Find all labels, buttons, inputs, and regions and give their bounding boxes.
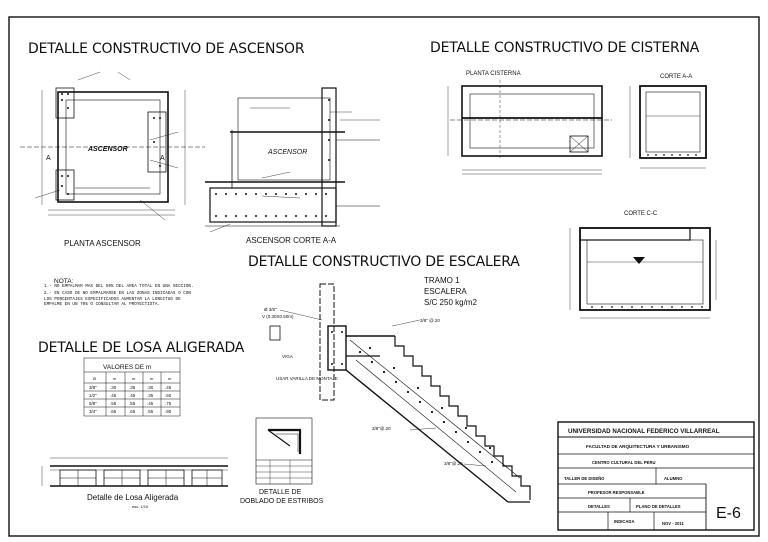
valores-cell: 3/8"	[89, 385, 97, 390]
escalera-viga-a: Ø 3/8"	[264, 307, 277, 312]
tb-university: UNIVERSIDAD NACIONAL FEDERICO VILLARREAL	[568, 428, 720, 435]
cisterna-plan	[447, 80, 612, 175]
tb-course: TALLER DE DISEÑO	[564, 476, 605, 481]
valores-cell: .75	[165, 401, 172, 406]
losa-scale: esc. 1/10	[132, 504, 149, 509]
tb-faculty: FACULTAD DE ARQUITECTURA Y URBANISMO	[586, 444, 690, 449]
valores-cell: .55	[129, 401, 136, 406]
valores-header-cell: m	[150, 376, 154, 381]
ascensor-plan-caption: PLANTA ASCENSOR	[64, 239, 141, 248]
escalera-rebar-low: 3/8"@.20	[444, 461, 463, 466]
valores-cell: .55	[147, 409, 154, 414]
escalera-viga-b: V (0.30X0.50m)	[262, 314, 294, 319]
nota-item-1: 1.- NO EMPALMAR MAS DEL 50% DEL AREA TOT…	[44, 284, 194, 289]
ascensor-section	[205, 87, 380, 233]
cisterna-corte-aa-caption: CORTE A-A	[660, 74, 692, 80]
valores-cell: .55	[110, 401, 117, 406]
nota-heading: NOTA:	[54, 278, 74, 285]
title-losa: DETALLE DE LOSA ALIGERADA	[38, 340, 245, 356]
cisterna-corte-aa-dots	[647, 154, 697, 156]
estribos-detail	[255, 417, 313, 485]
valores-header-cell: Ø	[93, 376, 96, 381]
valores-cell: 3/4"	[89, 409, 97, 414]
escalera-viga-d: USAR VARILLA DE MONTAJE	[276, 376, 338, 381]
valores-cell: .90	[165, 409, 172, 414]
ascensor-plan-label: ASCENSOR	[87, 146, 128, 153]
tb-scale: INDICADA	[614, 519, 634, 524]
ascensor-section-caption: ASCENSOR CORTE A-A	[246, 236, 337, 245]
cisterna-plan-caption: PLANTA CISTERNA	[466, 71, 521, 77]
valores-header-cell: m	[113, 376, 117, 381]
valores-cell: .65	[110, 409, 117, 414]
losa-section	[41, 457, 228, 487]
valores-cell: .30	[147, 385, 154, 390]
valores-cell: .35	[129, 385, 136, 390]
title-escalera: DETALLE CONSTRUCTIVO DE ESCALERA	[248, 254, 520, 270]
ascensor-section-label: ASCENSOR	[267, 149, 307, 156]
cisterna-corte-cc-dots	[591, 306, 703, 308]
valores-cell: 5/8"	[89, 401, 97, 406]
escalera-name: ESCALERA	[424, 287, 467, 296]
tb-lamina: PLANO DE DETALLES	[636, 504, 681, 509]
estribos-caption-2: DOBLADO DE ESTRIBOS	[240, 498, 324, 505]
escalera-tramo: TRAMO 1	[424, 276, 460, 285]
cisterna-corte-cc-caption: CORTE C-C	[624, 211, 658, 217]
title-ascensor: DETALLE CONSTRUCTIVO DE ASCENSOR	[28, 41, 305, 57]
nota-items: 1.- NO EMPALMAR MAS DEL 50% DEL AREA TOT…	[44, 284, 194, 308]
valores-cell: .45	[165, 385, 172, 390]
escalera-rebar-dots	[331, 331, 494, 464]
cisterna-corte-cc	[569, 227, 717, 319]
escalera-rebar-mid: 3/8"@.20	[372, 426, 391, 431]
valores-title: VALORES DE m	[103, 364, 151, 371]
ascensor-section-rebar-dots	[215, 99, 330, 217]
valores-cell: 1/2"	[89, 393, 97, 398]
escalera-viga-c: VIGA	[282, 354, 293, 359]
title-block	[557, 421, 755, 531]
escalera-rebar-top: 3/8" @.20	[420, 318, 440, 323]
sheet-border	[8, 16, 760, 537]
valores-cell: .35	[147, 393, 154, 398]
escalera-section	[269, 283, 531, 503]
escalera-load: S/C 250 kg/m2	[424, 298, 477, 307]
tb-project: CENTRO CULTURAL DEL PERU	[592, 460, 656, 465]
tb-sheet: E-6	[716, 505, 741, 522]
cisterna-corte-aa	[629, 85, 707, 169]
valores-cell: .45	[147, 401, 154, 406]
tb-teacher: PROFESOR RESPONSABLE	[588, 490, 645, 495]
cisterna-water-level-icon	[633, 257, 645, 264]
tb-drawing: DETALLES	[588, 504, 610, 509]
losa-caption: Detalle de Losa Aligerada	[87, 493, 179, 502]
ascensor-plan-rebar-dots	[61, 93, 161, 195]
valores-rows: 3/8" .30 .35 .30 .45 1/2" .45 .45 .35 .6…	[89, 385, 172, 414]
estribos-caption-1: DETALLE DE	[259, 489, 302, 496]
ascensor-cut-mark-right: A	[160, 155, 165, 162]
valores-table	[83, 357, 181, 417]
tb-student: ALUMNO	[664, 476, 683, 481]
valores-header-cell: m	[132, 376, 136, 381]
valores-cell: .30	[110, 385, 117, 390]
valores-cell: .65	[129, 409, 136, 414]
valores-header: Ø m m m m	[93, 376, 172, 381]
valores-cell: .60	[165, 393, 172, 398]
ascensor-cut-mark-left: A	[46, 155, 51, 162]
valores-cell: .45	[129, 393, 136, 398]
valores-header-cell: m	[168, 376, 172, 381]
ascensor-plan	[20, 71, 205, 221]
valores-cell: .45	[110, 393, 117, 398]
title-cisterna: DETALLE CONSTRUCTIVO DE CISTERNA	[430, 40, 700, 56]
tb-date: NOV - 2011	[662, 521, 685, 526]
nota-item-2: 2.- EN CASO DE NO EMPALMARSE EN LAS ZONA…	[44, 291, 191, 308]
